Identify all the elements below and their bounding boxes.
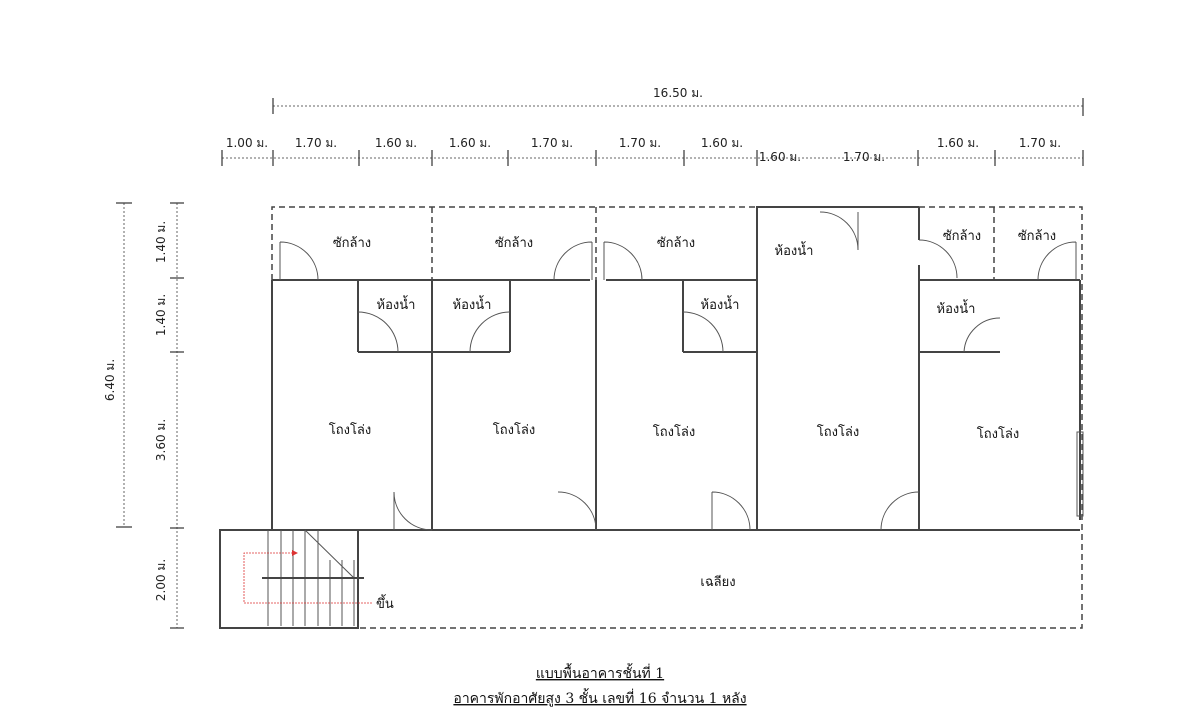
segment-dimensions: 1.00 ม. 1.70 ม. 1.60 ม. 1.60 ม. 1.70 ม. …: [221, 136, 1084, 166]
total-depth-label: 6.40 ม.: [103, 359, 117, 401]
room-hall: โถงโล่ง: [653, 424, 696, 440]
room-wash: ซักล้าง: [495, 236, 533, 251]
room-labels: ซักล้าง ซักล้าง ซักล้าง ซักล้าง ซักล้าง …: [329, 229, 1056, 590]
dim-depth: 1.40 ม.: [154, 221, 168, 263]
room-veranda: เฉลียง: [700, 574, 735, 590]
dim-depth: 3.60 ม.: [154, 419, 168, 461]
room-wash: ซักล้าง: [657, 236, 695, 251]
caption-title: แบบพื้นอาคารชั้นที่ 1: [536, 663, 664, 682]
room-hall: โถงโล่ง: [977, 426, 1020, 442]
room-wash: ซักล้าง: [333, 236, 371, 251]
doors: [279, 211, 1084, 531]
room-bath: ห้องน้ำ: [937, 299, 976, 317]
total-width-label: 16.50 ม.: [653, 86, 703, 100]
room-hall: โถงโล่ง: [493, 422, 536, 438]
dim-depth: 1.40 ม.: [154, 294, 168, 336]
room-bath: ห้องน้ำ: [377, 295, 416, 313]
dim-seg: 1.70 ม.: [619, 136, 661, 150]
dim-seg: 1.60 ม.: [375, 136, 417, 150]
dim-depth: 2.00 ม.: [154, 559, 168, 601]
room-hall: โถงโล่ง: [817, 424, 860, 440]
dim-seg: 1.00 ม.: [226, 136, 268, 150]
room-wash: ซักล้าง: [943, 229, 981, 244]
room-bath: ห้องน้ำ: [701, 295, 740, 313]
dim-seg: 1.70 ม.: [531, 136, 573, 150]
dim-seg: 1.60 ม.: [759, 150, 801, 164]
dim-seg: 1.70 ม.: [295, 136, 337, 150]
caption-subtitle: อาคารพักอาศัยสูง 3 ชั้น เลขที่ 16 จำนวน …: [453, 688, 746, 707]
walls: [219, 206, 1083, 629]
stair-up-label: ขึ้น: [376, 594, 394, 612]
room-bath: ห้องน้ำ: [453, 295, 492, 313]
staircase: ขึ้น: [243, 529, 394, 626]
dim-seg: 1.70 ม.: [843, 150, 885, 164]
room-hall: โถงโล่ง: [329, 422, 372, 438]
dim-seg: 1.60 ม.: [937, 136, 979, 150]
stair-arrow-icon: [292, 550, 298, 556]
dim-seg: 1.70 ม.: [1019, 136, 1061, 150]
dim-seg: 1.60 ม.: [701, 136, 743, 150]
dim-seg: 1.60 ม.: [449, 136, 491, 150]
room-wash: ซักล้าง: [1018, 229, 1056, 244]
room-bath: ห้องน้ำ: [775, 241, 814, 259]
depth-dimensions: 6.40 ม. 1.40 ม. 1.40 ม. 3.60 ม. 2.00 ม.: [103, 202, 184, 629]
total-width-dimension: 16.50 ม.: [272, 86, 1084, 116]
